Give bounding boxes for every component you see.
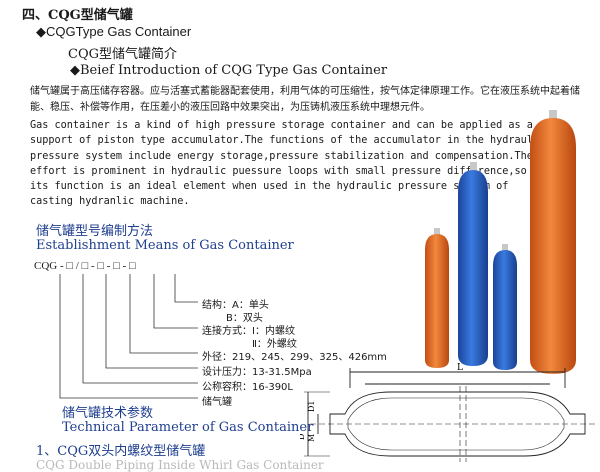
label-structure-b: B：双头 [226, 313, 263, 324]
label-container: 储气罐 [202, 397, 232, 408]
technical-en-title: Technical Parameter of Gas Container [62, 420, 314, 435]
technical-cn-title: 储气罐技术参数 [62, 406, 154, 421]
section-title: 四、CQG型储气罐 [22, 8, 133, 23]
label-connection-2: Ⅱ：外螺纹 [252, 339, 297, 350]
gas-cylinders-illustration [425, 110, 576, 374]
section-1-title: 1、CQG双头内螺纹型储气罐 [36, 444, 206, 459]
label-connection: 连接方式：Ⅰ：内螺纹 [202, 326, 295, 337]
brief-title: ◆Beief Introduction of CQG Type Gas Cont… [70, 63, 388, 78]
cylinder-orange-small [425, 228, 449, 368]
intro-cn-paragraph: 储气罐属于高压储存容器。应与活塞式蓄能器配套使用，利用气体的可压缩性，按气体定律… [30, 86, 580, 113]
cylinder-blue-tall [458, 162, 488, 366]
dim-D-label: D [300, 434, 306, 440]
intro-en-paragraph: Gas container is a kind of high pressure… [30, 120, 546, 208]
label-diameter: 外径：219、245、299、325、426mm [202, 352, 387, 363]
label-pressure: 设计压力：13-31.5Mpa [202, 367, 312, 378]
cylinder-orange-tall [530, 110, 576, 374]
label-structure: 结构：A：单头 [202, 300, 269, 311]
model-code: CQG - □ / □ - □ - □ - □ [34, 260, 136, 272]
dim-M-label: M [307, 434, 316, 442]
designation-cn-title: 储气罐型号编制方法 [36, 224, 154, 239]
dim-L-label: L [457, 363, 463, 373]
label-volume: 公称容积：16-390L [202, 382, 293, 393]
dim-D1-label: D1 [307, 400, 316, 412]
section-1-en-title: CQG Double Piping Inside Whirl Gas Conta… [36, 458, 324, 472]
designation-en-title: Establishment Means of Gas Container [36, 238, 294, 253]
cylinder-blue-small [493, 244, 517, 370]
cn-subtitle: CQG型储气罐简介 [68, 47, 177, 62]
cylinder-technical-drawing: L D1 D M [300, 363, 595, 462]
en-title: ◆CQGType Gas Container [36, 24, 192, 39]
